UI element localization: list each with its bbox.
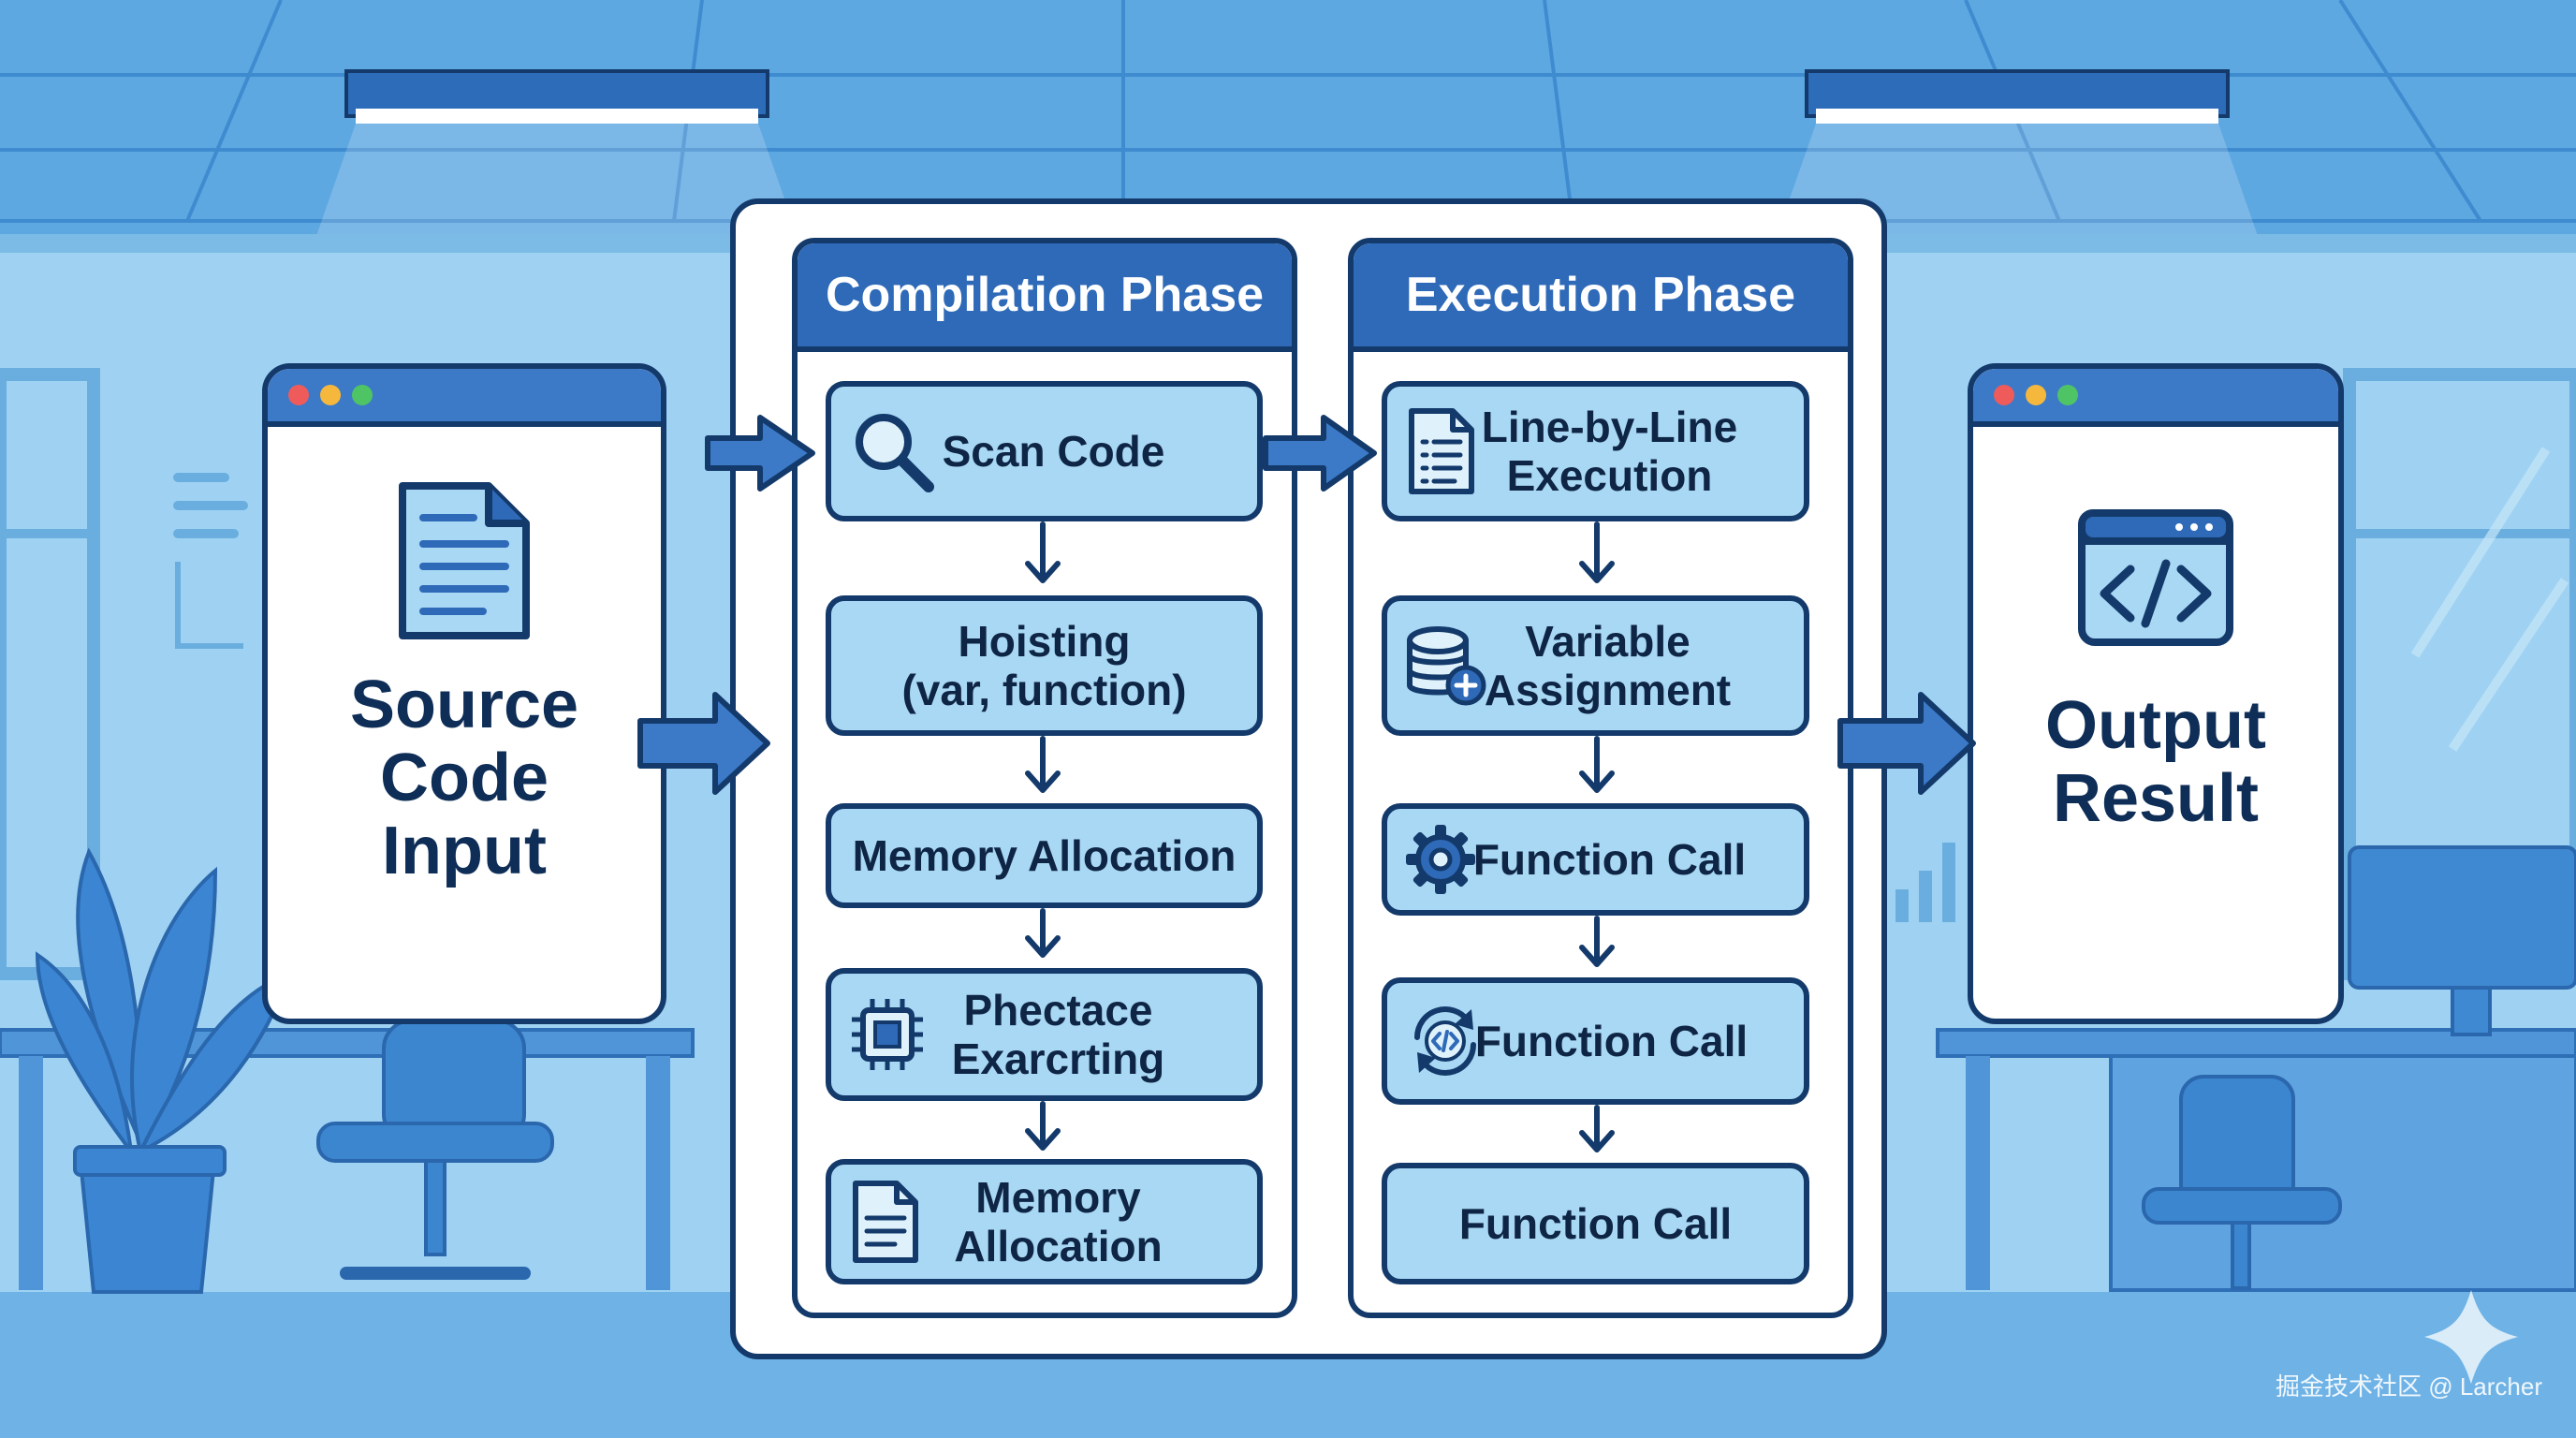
minimize-dot-icon	[2026, 385, 2046, 405]
compilation-step-memory-allocation-2: Memory Allocation	[826, 1159, 1263, 1284]
step-label: Memory Allocation	[954, 1173, 1163, 1270]
source-code-input-title: Source Code Input	[349, 668, 579, 888]
window-title-bar	[1973, 369, 2338, 427]
office-chair-left	[316, 1019, 554, 1280]
compilation-phase-header: Compilation Phase	[798, 243, 1292, 352]
compilation-step-hoisting: Hoisting (var, function)	[826, 595, 1263, 736]
refresh-code-icon	[1414, 1006, 1476, 1076]
execution-step-line-by-line: Line-by-Line Execution	[1382, 381, 1809, 521]
document-icon	[399, 482, 530, 639]
source-code-input-window: Source Code Input	[262, 363, 666, 1024]
execution-step-function-call-3: Function Call	[1382, 1163, 1809, 1284]
maximize-dot-icon	[2057, 385, 2078, 405]
step-label: Hoisting (var, function)	[901, 617, 1187, 714]
step-label: Function Call	[1472, 835, 1747, 884]
step-label: Function Call	[1474, 1017, 1749, 1065]
step-label: Line-by-Line Execution	[1481, 403, 1738, 500]
minimize-dot-icon	[320, 385, 341, 405]
output-result-window: Output Result	[1968, 363, 2344, 1024]
window-title-bar	[268, 369, 661, 427]
maximize-dot-icon	[352, 385, 373, 405]
compilation-step-phectace-exarcrting: Phectace Exarcrting	[826, 968, 1263, 1101]
sparkle-icon	[2424, 1290, 2518, 1384]
step-label: Variable Assignment	[1484, 617, 1732, 714]
database-add-icon	[1407, 626, 1486, 706]
list-document-icon	[1409, 408, 1474, 494]
execution-step-function-call-2: Function Call	[1382, 977, 1809, 1105]
output-result-title: Output Result	[2045, 688, 2266, 836]
code-window-icon	[2078, 509, 2233, 646]
step-label: Memory Allocation	[852, 831, 1237, 880]
credit-watermark: 掘金技术社区 @ Larcher	[2276, 1372, 2542, 1401]
monitor-decor	[2348, 845, 2576, 1036]
compilation-step-memory-allocation: Memory Allocation	[826, 803, 1263, 908]
document-icon	[853, 1181, 918, 1263]
plant-decor	[35, 847, 294, 1294]
compilation-step-scan-code: Scan Code	[826, 381, 1263, 521]
execution-phase-header: Execution Phase	[1354, 243, 1848, 352]
gear-icon	[1406, 825, 1475, 894]
search-icon	[856, 414, 934, 492]
chip-icon	[852, 999, 923, 1070]
close-dot-icon	[288, 385, 309, 405]
office-chair-right	[2142, 1075, 2342, 1290]
execution-step-variable-assignment: Variable Assignment	[1382, 595, 1809, 736]
step-label: Scan Code	[942, 427, 1165, 476]
step-label: Function Call	[1458, 1199, 1733, 1248]
step-label: Phectace Exarcrting	[951, 986, 1165, 1083]
close-dot-icon	[1994, 385, 2014, 405]
execution-step-function-call-1: Function Call	[1382, 803, 1809, 916]
